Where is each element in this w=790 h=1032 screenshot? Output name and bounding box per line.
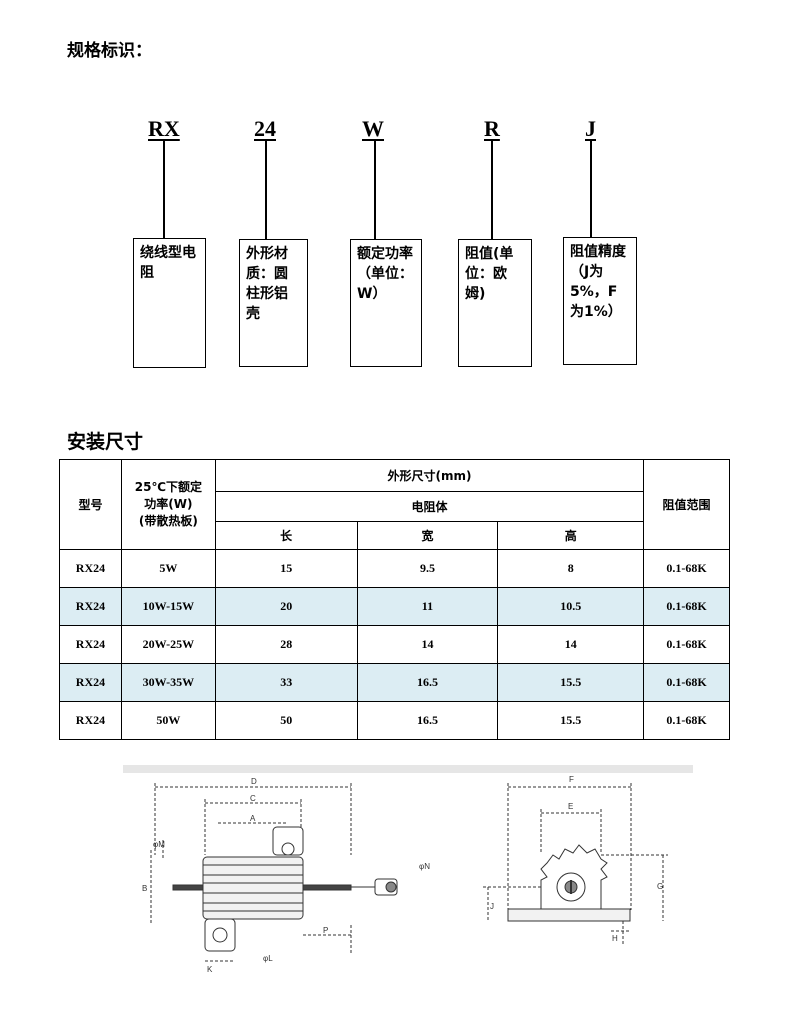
label-b: B bbox=[142, 884, 147, 893]
cell-height: 15.5 bbox=[497, 701, 645, 740]
desc-box-4: 阻值(单位：欧姆) bbox=[458, 239, 532, 367]
cell-length: 20 bbox=[214, 587, 358, 626]
table-row: RX24 20W-25W 28 14 14 0.1-68K bbox=[59, 625, 730, 664]
cell-power: 20W-25W bbox=[120, 625, 216, 664]
cell-length: 15 bbox=[214, 549, 358, 588]
label-phi-m: φM bbox=[153, 840, 165, 849]
label-e: E bbox=[568, 802, 573, 811]
label-f: F bbox=[569, 775, 574, 784]
cell-model: RX24 bbox=[59, 663, 122, 702]
desc-box-5: 阻值精度（J为5%，F为1%） bbox=[563, 237, 637, 365]
cell-model: RX24 bbox=[59, 701, 122, 740]
code-j: J bbox=[585, 116, 596, 141]
cell-model: RX24 bbox=[59, 549, 122, 588]
cell-range: 0.1-68K bbox=[643, 587, 730, 626]
cell-range: 0.1-68K bbox=[643, 701, 730, 740]
cell-power: 50W bbox=[120, 701, 216, 740]
label-k: K bbox=[207, 965, 213, 974]
cell-length: 33 bbox=[214, 663, 358, 702]
code-rx: RX bbox=[148, 116, 180, 141]
cell-model: RX24 bbox=[59, 587, 122, 626]
header-length: 长 bbox=[214, 521, 358, 550]
label-d: D bbox=[251, 777, 257, 786]
cell-power: 5W bbox=[120, 549, 216, 588]
table-row: RX24 10W-15W 20 11 10.5 0.1-68K bbox=[59, 587, 730, 626]
cell-range: 0.1-68K bbox=[643, 625, 730, 664]
cell-width: 11 bbox=[356, 587, 499, 626]
desc-box-1: 绕线型电阻 bbox=[133, 238, 206, 368]
connector-line-3 bbox=[374, 140, 376, 239]
cell-width: 14 bbox=[356, 625, 499, 664]
table-row: RX24 50W 50 16.5 15.5 0.1-68K bbox=[59, 701, 730, 740]
cell-range: 0.1-68K bbox=[643, 663, 730, 702]
desc-box-3: 额定功率（单位：W） bbox=[350, 239, 422, 367]
drawing-top-band bbox=[123, 765, 693, 773]
label-phi-n: φN bbox=[419, 862, 430, 871]
header-body: 电阻体 bbox=[214, 491, 645, 522]
label-phi-l: φL bbox=[263, 954, 273, 963]
cell-height: 8 bbox=[497, 549, 645, 588]
label-g: G bbox=[657, 882, 663, 891]
cell-power: 30W-35W bbox=[120, 663, 216, 702]
cell-width: 9.5 bbox=[356, 549, 499, 588]
desc-box-2: 外形材质：圆柱形铝壳 bbox=[239, 239, 308, 367]
code-24: 24 bbox=[254, 116, 276, 141]
code-r: R bbox=[484, 116, 500, 141]
header-power-line1: 25℃下额定 bbox=[134, 480, 202, 494]
cell-length: 50 bbox=[214, 701, 358, 740]
side-view bbox=[150, 783, 398, 962]
connector-line-4 bbox=[491, 140, 493, 239]
cell-power: 10W-15W bbox=[120, 587, 216, 626]
cell-range: 0.1-68K bbox=[643, 549, 730, 588]
label-p: P bbox=[323, 926, 328, 935]
label-a: A bbox=[250, 814, 256, 823]
connector-line-2 bbox=[265, 140, 267, 239]
cell-height: 14 bbox=[497, 625, 645, 664]
header-power-line3: (带散热板) bbox=[138, 514, 198, 528]
table-row: RX24 30W-35W 33 16.5 15.5 0.1-68K bbox=[59, 663, 730, 702]
spec-section-title: 规格标识： bbox=[67, 41, 152, 61]
dimension-table: 型号 25℃下额定 功率(W) (带散热板) 外形尺寸(mm) 阻值范围 电阻体… bbox=[59, 459, 730, 740]
header-height: 高 bbox=[497, 521, 645, 550]
cell-width: 16.5 bbox=[356, 701, 499, 740]
header-width: 宽 bbox=[356, 521, 499, 550]
code-w: W bbox=[362, 116, 384, 141]
label-j: J bbox=[490, 902, 494, 911]
header-power: 25℃下额定 功率(W) (带散热板) bbox=[120, 459, 216, 550]
cell-height: 10.5 bbox=[497, 587, 645, 626]
header-resistance-range: 阻值范围 bbox=[643, 459, 730, 550]
header-model: 型号 bbox=[59, 459, 122, 550]
label-h: H bbox=[612, 934, 618, 943]
table-row: RX24 5W 15 9.5 8 0.1-68K bbox=[59, 549, 730, 588]
front-view bbox=[483, 783, 668, 945]
dimension-drawing: D C A φM B φN P K φL F E G J H bbox=[123, 765, 693, 974]
cell-height: 15.5 bbox=[497, 663, 645, 702]
cell-model: RX24 bbox=[59, 625, 122, 664]
connector-line-1 bbox=[163, 140, 165, 238]
header-dimensions: 外形尺寸(mm) bbox=[214, 459, 645, 492]
install-section-title: 安装尺寸 bbox=[67, 431, 144, 453]
cell-length: 28 bbox=[214, 625, 358, 664]
label-c: C bbox=[250, 794, 256, 803]
connector-line-5 bbox=[590, 140, 592, 237]
cell-width: 16.5 bbox=[356, 663, 499, 702]
header-power-line2: 功率(W) bbox=[144, 497, 193, 511]
